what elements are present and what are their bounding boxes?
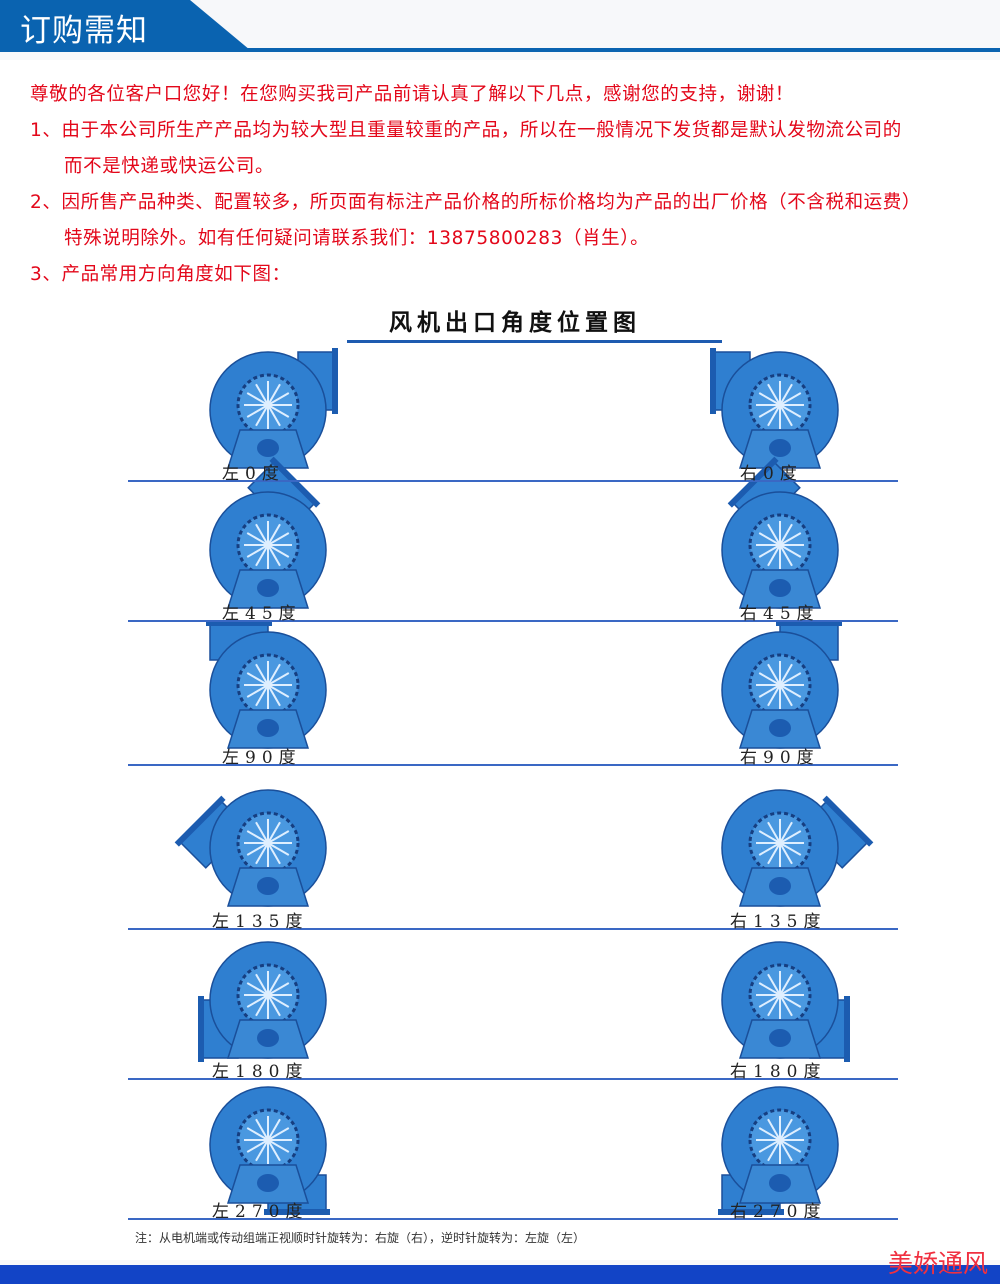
angle-label-right: 右90度 [740,748,820,768]
row-divider [128,928,898,930]
row-divider [128,620,898,622]
fan-left-45 [209,456,327,609]
angle-label-left: 左45度 [222,604,302,624]
fan-right-90 [721,620,842,749]
angle-label-left: 左180度 [212,1062,309,1082]
angle-label-right: 右135度 [730,912,827,932]
fan-right-180 [721,941,850,1062]
angle-label-right: 右0度 [740,464,803,484]
rotation-note: 注：从电机端或传动组端正视顺时针旋转为：右旋（右），逆时针旋转为：左旋（左） [135,1231,586,1245]
fan-left-135 [174,789,327,907]
angle-label-left: 左135度 [212,912,309,932]
diagram-panel [0,300,1000,1260]
notice-item-2-cont: 特殊说明除外。如有任何疑问请联系我们：13875800283（肖生）。 [64,228,650,249]
angle-label-right: 右45度 [740,604,820,624]
notice-greeting: 尊敬的各位客户口您好！在您购买我司产品前请认真了解以下几点，感谢您的支持，谢谢！ [30,84,795,105]
fan-right-270 [718,1086,839,1215]
fan-right-45 [721,456,839,609]
fan-left-180 [198,941,327,1062]
fan-right-0 [710,348,839,469]
row-divider [128,1078,898,1080]
fan-right-135 [721,789,874,907]
notice-panel [0,60,1000,310]
angle-label-left: 左90度 [222,748,302,768]
notice-item-3: 3、产品常用方向角度如下图： [30,264,291,285]
notice-item-1-cont: 而不是快递或快运公司。 [64,156,275,177]
footer-bar [0,1265,1000,1284]
row-divider [128,764,898,766]
row-divider [128,480,898,482]
fan-left-0 [209,348,338,469]
row-divider [128,1218,898,1220]
page-title: 订购需知 [20,13,148,49]
fan-left-270 [209,1086,330,1215]
angle-label-right: 右180度 [730,1062,827,1082]
fan-left-90 [206,620,327,749]
angle-label-left: 左270度 [212,1202,309,1222]
diagram-title-underline [347,340,722,343]
angle-label-right: 右270度 [730,1202,827,1222]
diagram-title: 风机出口角度位置图 [389,310,641,336]
header-rule [0,48,1000,52]
angle-label-left: 左0度 [222,464,285,484]
notice-item-1: 1、由于本公司所生产产品均为较大型且重量较重的产品，所以在一般情况下发货都是默认… [30,120,902,141]
brand-watermark: 美娇通风 [887,1249,988,1278]
notice-item-2: 2、因所售产品种类、配置较多，所页面有标注产品价格的所标价格均为产品的出厂价格（… [30,192,921,213]
